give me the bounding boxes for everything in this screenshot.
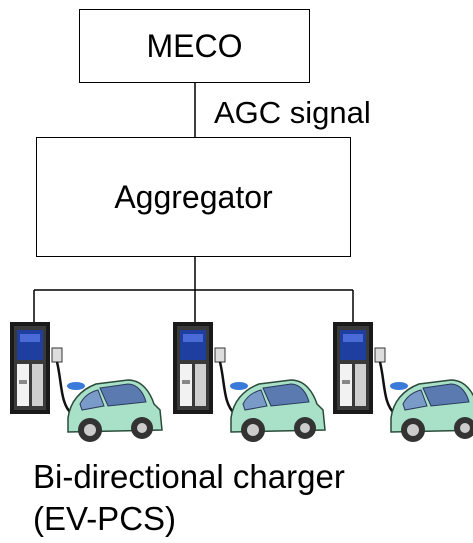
aggregator-node: Aggregator [36, 137, 351, 257]
aggregator-label: Aggregator [114, 178, 273, 215]
caption-line-2: (EV-PCS) [33, 500, 177, 537]
agc-signal-label: AGC signal [214, 95, 371, 130]
ev-charger-with-car-icon [171, 320, 327, 444]
meco-label: MECO [146, 27, 243, 64]
ev-charger-with-car-icon [331, 320, 473, 444]
caption-line-1: Bi-directional charger [33, 458, 345, 495]
ev-charger-with-car-icon [8, 320, 164, 444]
meco-node: MECO [79, 9, 310, 83]
